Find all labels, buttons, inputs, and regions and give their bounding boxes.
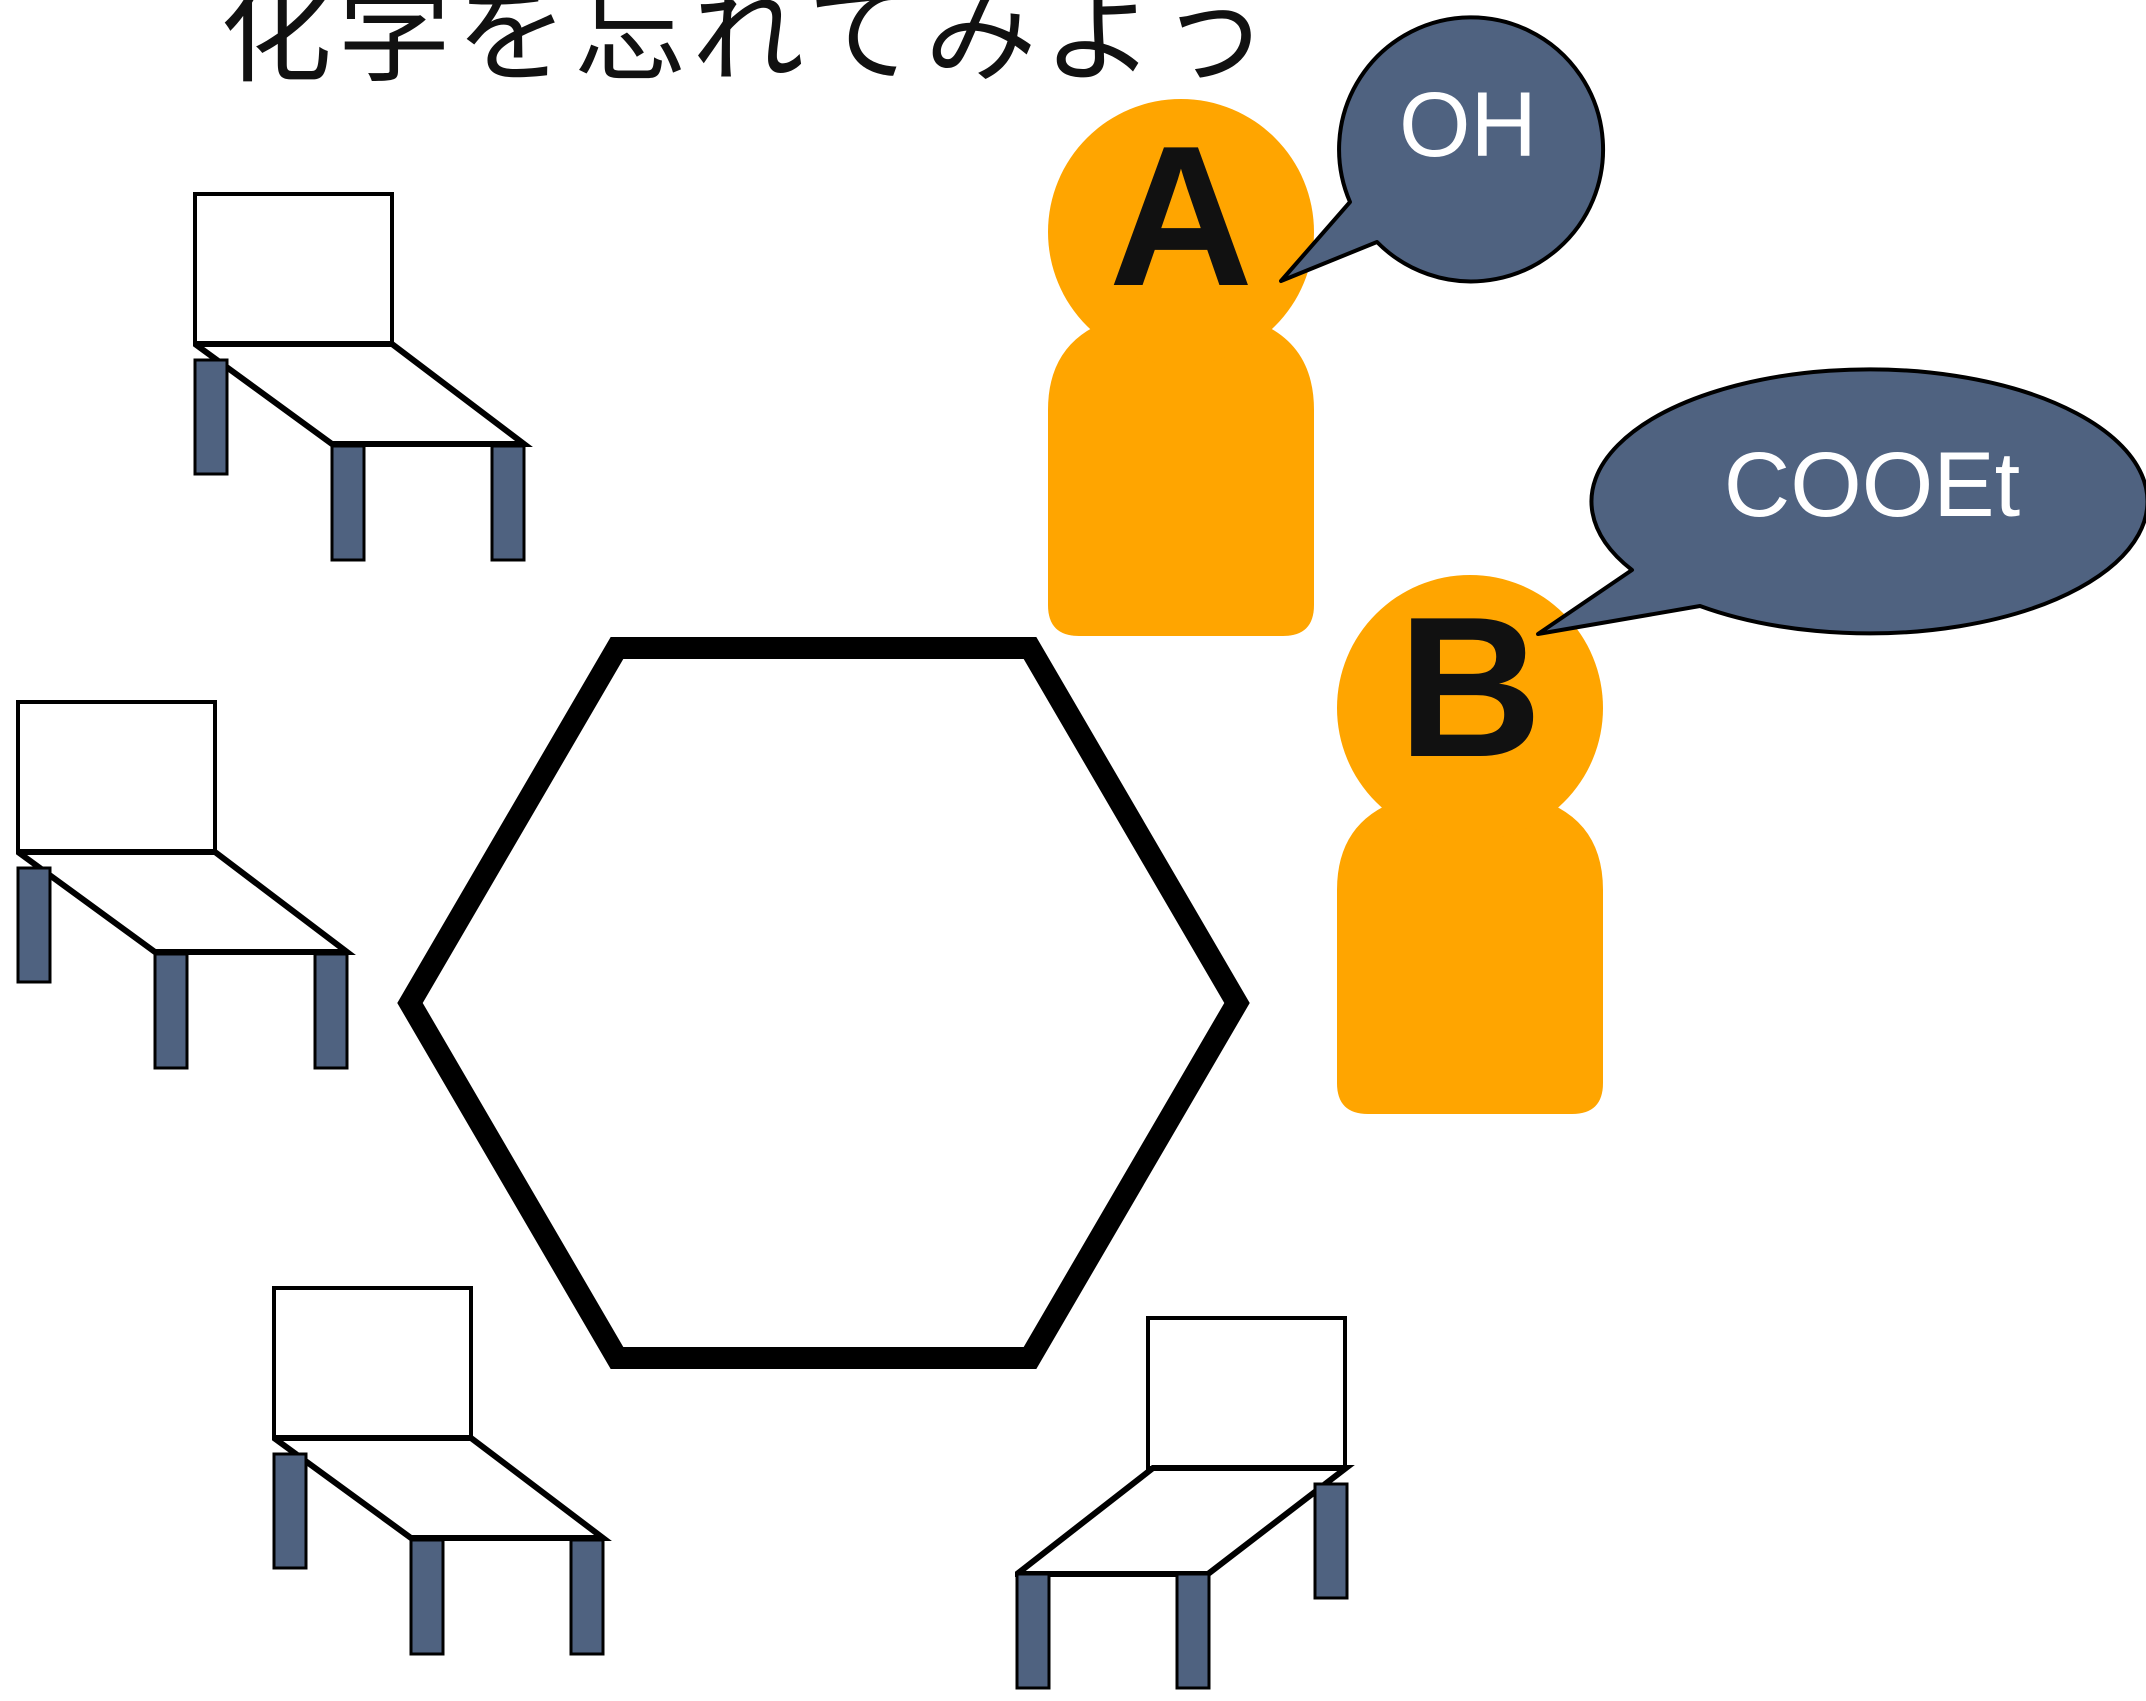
person-a-head — [1048, 99, 1314, 365]
page-title: 化学を忘れてみよう — [220, 0, 1279, 99]
speech-bubble-b: COOEt — [1536, 367, 2146, 636]
person-b-head — [1337, 575, 1603, 841]
person-a-label: A — [1109, 105, 1253, 328]
person-a-body — [1048, 310, 1314, 636]
chair-middle-left — [18, 702, 347, 1068]
speech-bubble-a-shape — [1279, 15, 1606, 284]
speech-bubble-a-text: OH — [1399, 74, 1537, 176]
person-b-label: B — [1398, 576, 1542, 799]
chair-top-left — [195, 194, 524, 560]
chair-bottom-right — [1017, 1318, 1347, 1688]
speech-bubble-b-text: COOEt — [1724, 434, 2020, 536]
person-b: B — [1337, 575, 1603, 1114]
speech-bubble-a: OH — [1279, 15, 1606, 284]
speech-bubble-b-shape — [1536, 367, 2146, 636]
person-b-body — [1337, 790, 1603, 1114]
person-a: A — [1048, 99, 1314, 636]
chair-bottom-left — [274, 1288, 603, 1654]
hexagon-table — [397, 637, 1250, 1369]
